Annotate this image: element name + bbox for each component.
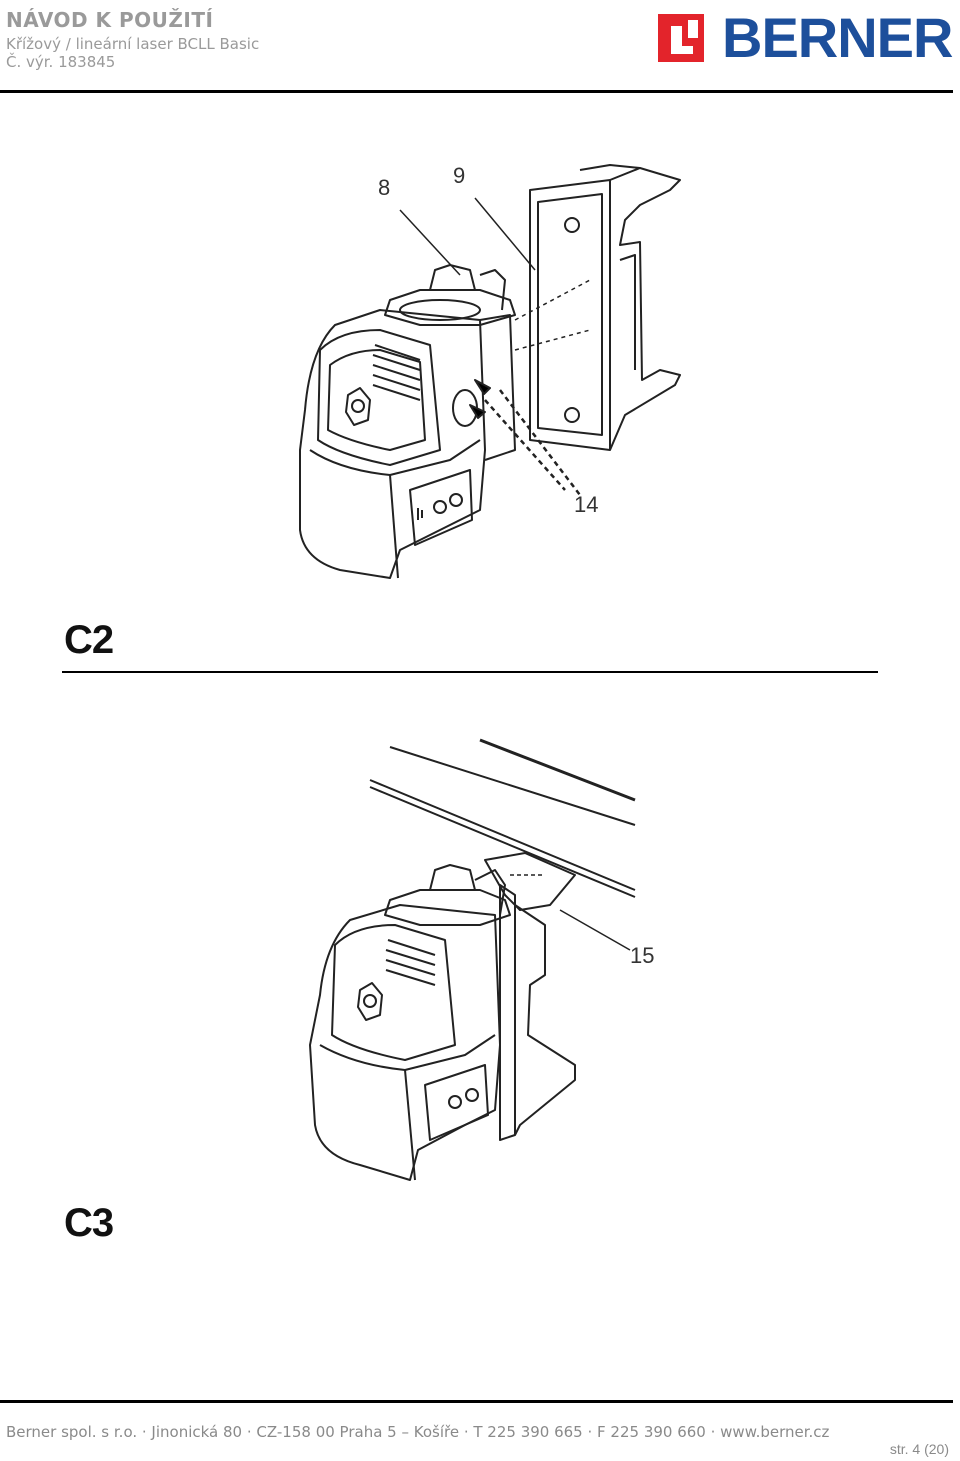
berner-logo-wordmark: BERNER [722, 6, 953, 69]
callout-8: 8 [378, 175, 390, 200]
figure-caption-c3: C3 [64, 1201, 114, 1245]
berner-logo-mark [658, 14, 704, 62]
callout-9: 9 [453, 163, 465, 188]
document-title: NÁVOD K POUŽITÍ [6, 8, 214, 32]
footer-address: Berner spol. s r.o. · Jinonická 80 · CZ-… [6, 1423, 830, 1441]
berner-logo: BERNER [658, 8, 954, 68]
figure-c3-illustration: 15 [309, 738, 654, 1181]
document-subtitle: Křížový / lineární laser BCLL Basic [6, 35, 260, 53]
section-rule [62, 671, 878, 673]
footer-rule [0, 1400, 953, 1403]
callout-14: 14 [574, 492, 598, 517]
callout-15: 15 [630, 943, 654, 968]
page-number: str. 4 (20) [889, 1441, 949, 1457]
figure-caption-c2: C2 [64, 618, 114, 662]
header-rule [0, 90, 953, 93]
article-number: Č. výr. 183845 [6, 53, 116, 71]
figure-c2-illustration: 8 9 14 [299, 163, 681, 579]
